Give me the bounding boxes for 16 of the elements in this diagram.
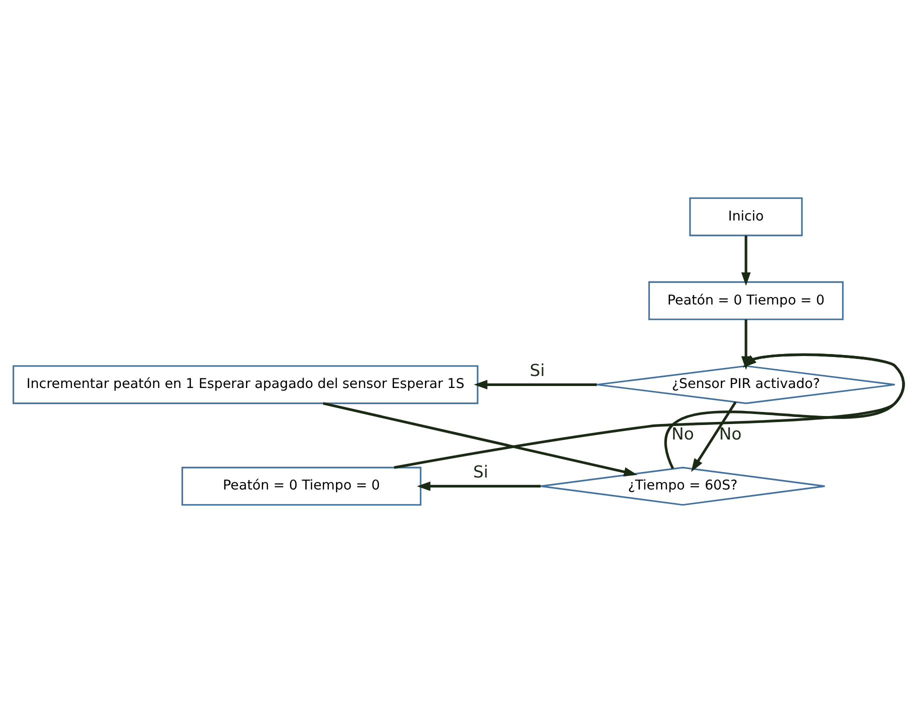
edge-label: No — [672, 424, 694, 443]
edge-label: No — [719, 424, 742, 443]
arrow — [741, 235, 751, 286]
node-box: Peatón = 0 Tiempo = 0 — [648, 280, 844, 320]
edge-label: Si — [473, 462, 488, 482]
edge-label: Si — [530, 360, 545, 380]
node-box: Peatón = 0 Tiempo = 0 — [182, 466, 422, 506]
arrow — [322, 402, 638, 476]
node-diamond: ¿Sensor PIR activado? — [596, 364, 896, 404]
arrow — [664, 352, 905, 469]
arrow — [394, 352, 905, 468]
arrow — [416, 480, 541, 490]
node-box: Incrementar peatón en 1 Esperar apagado del sensor Esperar 1S — [12, 364, 478, 404]
arrow — [474, 379, 597, 389]
arrow — [691, 400, 737, 472]
node-box: Inicio — [689, 196, 803, 236]
